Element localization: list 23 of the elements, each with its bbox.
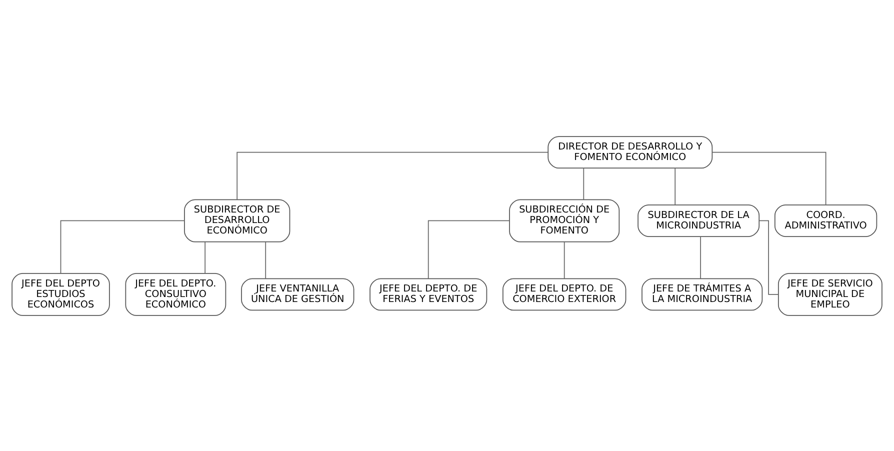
node-box: JEFE DEL DEPTO. CONSULTIVO ECONÓMICO [125,272,226,316]
node-box: JEFE VENTANILLA ÚNICA DE GESTIÓN [241,278,354,310]
node-box: JEFE DEL DEPTO ESTUDIOS ECONÓMICOS [12,272,110,316]
connector [712,151,826,205]
connector [204,241,206,274]
connector [700,236,701,278]
node-box: DIRECTOR DE DESARROLLO Y FOMENTO ECONÓMICO [548,136,713,168]
node-box: JEFE DEL DEPTO. DE COMERCIO EXTERIOR [502,278,626,310]
connector [428,220,510,278]
node-box: COORD. ADMINISTRATIVO [774,204,878,236]
connector [60,220,185,274]
node-box: JEFE DE SERVICIO MUNICIPAL DE EMPLEO [778,272,882,316]
connector [265,241,266,278]
node-box: JEFE DEL DEPTO. DE FERIAS Y EVENTOS [370,278,488,310]
connector [564,241,565,278]
connector [674,167,676,205]
node-box: SUBDIRECCIÓN DE PROMOCIÓN Y FOMENTO [509,198,620,242]
connector [758,220,779,294]
node-box: JEFE DE TRÁMITES A LA MICROINDUSTRIA [642,278,763,310]
connector [583,167,584,200]
connector [236,151,548,200]
node-box: SUBDIRECTOR DE LA MICROINDUSTRIA [638,204,760,236]
node-box: SUBDIRECTOR DE DESARROLLO ECONÓMICO [184,198,290,242]
